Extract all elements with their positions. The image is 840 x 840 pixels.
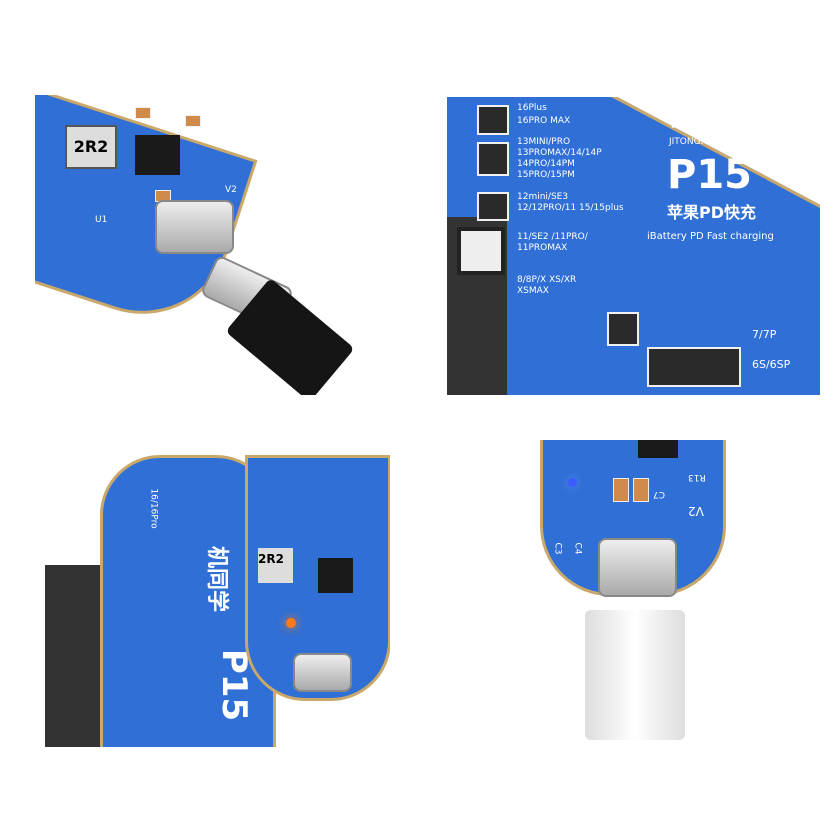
label-u1: U1 — [95, 215, 108, 225]
ic-chip — [638, 440, 678, 458]
label-v2: V2 — [688, 504, 704, 518]
led-orange — [286, 618, 296, 628]
slot-label-16plus: 16Plus — [517, 103, 547, 113]
slot-label-13-15: 13MINI/PRO 13PROMAX/14/14P 14PRO/14PM 15… — [517, 137, 602, 180]
label-c4: C4 — [572, 542, 583, 555]
connector — [477, 192, 509, 221]
pcb-board: C7 V2 R13 C3 C4 — [540, 440, 726, 597]
connector — [477, 105, 509, 135]
panel-usb-c-plugging: 2R2 V2 U1 — [35, 95, 385, 395]
label-c3: C3 — [552, 542, 563, 555]
title-cn: 苹果PD快充 — [667, 203, 757, 222]
label-v2: V2 — [225, 185, 237, 195]
inductor: 2R2 — [258, 548, 293, 583]
label-r13: R13 — [688, 472, 706, 482]
model: P15 — [667, 152, 752, 198]
usb-c-port — [293, 653, 352, 692]
slot-label-16promax: 16PRO MAX — [517, 116, 571, 126]
slot-label-11: 11/SE2 /11PRO/ 11PROMAX — [517, 232, 588, 253]
subtitle: iBattery PD Fast charging — [647, 231, 774, 242]
led-blue — [568, 478, 577, 487]
usb-c-plug-white — [585, 610, 685, 740]
capacitor — [633, 478, 649, 502]
ic-chip — [318, 558, 353, 593]
panel-battery-connection: 16Plus 16PRO MAX 13MINI/PRO 13PROMAX/14/… — [447, 97, 820, 395]
connector — [607, 312, 639, 346]
brand-cn: 机同学 — [667, 103, 739, 131]
label-c7: C7 — [653, 489, 666, 499]
pcb-board-charger: 2R2 — [245, 455, 390, 701]
connector — [647, 347, 741, 387]
ic-chip — [135, 135, 180, 175]
slot-label-8-x: 8/8P/X XS/XR XSMAX — [517, 275, 577, 296]
inductor: 2R2 — [65, 125, 117, 169]
slot-label: 16/16Pro — [148, 488, 159, 529]
usb-c-port — [598, 538, 677, 597]
slot-label-7: 7/7P — [752, 328, 777, 341]
battery-flex — [457, 227, 505, 275]
panel-board-overview: 16/16Pro 机同学 P15 2R2 — [45, 455, 390, 747]
panel-usb-c-charging: C7 V2 R13 C3 C4 — [540, 440, 730, 740]
inductor-label: 2R2 — [73, 137, 109, 156]
capacitor — [185, 115, 201, 127]
brand-en: JITONGXUE — [669, 137, 720, 147]
capacitor — [613, 478, 629, 502]
model: P15 — [214, 648, 255, 722]
inductor-label: 2R2 — [258, 552, 284, 566]
slot-label-6s: 6S/6SP — [752, 358, 791, 371]
brand-cn: 机同学 — [204, 545, 230, 613]
capacitor — [135, 107, 151, 119]
connector — [477, 142, 509, 176]
slot-label-12-15: 12mini/SE3 12/12PRO/11 15/15plus — [517, 192, 624, 213]
usb-c-port — [155, 200, 234, 254]
